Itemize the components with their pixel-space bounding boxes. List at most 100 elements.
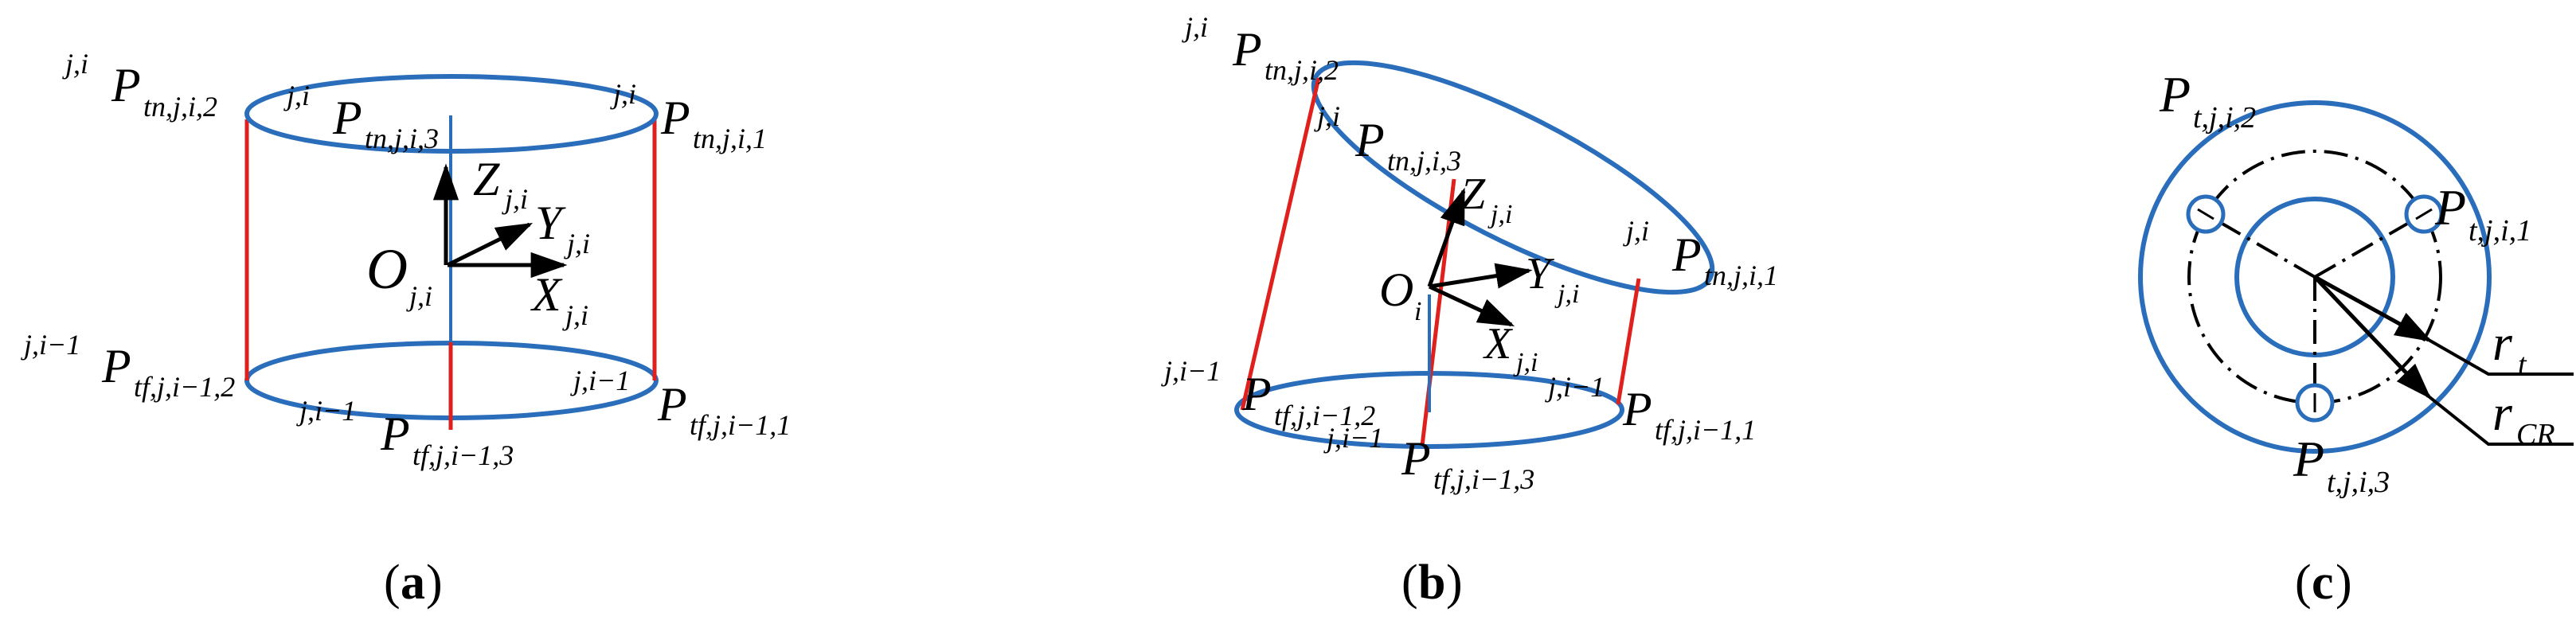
panel-a-caption-open: ( (384, 556, 401, 610)
panel-b-caption-close: ) (1446, 556, 1463, 610)
panel-a-y-arrow (446, 222, 534, 267)
panel-b-bot-right-base: P (1622, 383, 1652, 435)
panel-a-top-right-pre: j,i (610, 78, 636, 110)
panel-c-caption-close: ) (2336, 556, 2352, 610)
panel-a-caption-close: ) (426, 556, 443, 610)
panel-b-bot-right-pre: j,i−1 (1545, 371, 1605, 403)
panel-b-caption: ( b ) (1401, 556, 1463, 610)
panel-c-caption-letter: c (2312, 556, 2334, 610)
panel-c-p3-sub: t,j,i,3 (2327, 466, 2390, 499)
panel-b-z-arrow (1427, 187, 1466, 287)
panel-a-labels: j,i P tn,j,i,2 j,i P tn,j,i,3 j,i P tn,j… (21, 48, 791, 471)
panel-c-rcr-base: r (2492, 384, 2513, 441)
panel-b-origin-base: O (1379, 263, 1413, 316)
panel-a-bot-right-sub: tf,j,i−1,1 (690, 409, 791, 441)
panel-a-caption-letter: a (401, 556, 425, 610)
panel-b-labels: j,i P tn,j,i,2 j,i P tn,j,i,3 j,i P tn,j… (1161, 11, 1778, 495)
panel-a-z-sub: j,i (502, 183, 528, 215)
panel-c-hole-1-cross (2415, 208, 2433, 220)
panel-b-leg-left (1240, 77, 1321, 411)
panel-a-y-sub: j,i (564, 228, 590, 259)
panel-a-bot-mid-pre: j,i−1 (296, 395, 356, 427)
panel-c-p2-base: P (2159, 66, 2191, 123)
panel-b: j,i P tn,j,i,2 j,i P tn,j,i,3 j,i P tn,j… (1161, 11, 1778, 610)
panel-b-bot-left-pre: j,i−1 (1161, 355, 1221, 387)
panel-c-radial-2 (2205, 213, 2316, 279)
panel-a-z-base: Z (473, 153, 500, 205)
panel-a-top-right-base: P (660, 92, 690, 144)
panel-b-drawing (1234, 60, 1715, 449)
panel-c-p1-sub: t,j,i,1 (2469, 214, 2531, 248)
panel-b-leg-middle (1420, 178, 1456, 447)
panel-c-p1-base: P (2434, 179, 2466, 236)
panel-c-hole-2-cross (2197, 208, 2214, 220)
panel-a-top-left-base: P (111, 59, 141, 111)
panel-a-drawing (244, 74, 659, 430)
panel-b-top-mid-sub: tn,j,i,3 (1387, 145, 1461, 177)
panel-b-top-right-base: P (1671, 228, 1702, 281)
panel-b-top-left-base: P (1232, 23, 1262, 76)
panel-b-top-left-pre: j,i (1182, 11, 1208, 43)
panel-a-top-left-sub: tn,j,i,2 (143, 91, 217, 123)
panel-c-caption-open: ( (2295, 556, 2312, 610)
panel-a-bot-right-pre: j,i−1 (570, 365, 630, 396)
panel-a-top-mid-sub: tn,j,i,3 (365, 123, 439, 154)
panel-b-bot-left-base: P (1241, 368, 1272, 420)
panel-c-rcr-leader (2427, 395, 2574, 446)
panel-b-y-arrow (1429, 263, 1533, 289)
panel-a-bot-left-pre: j,i−1 (21, 329, 80, 361)
panel-b-top-left-sub: tn,j,i,2 (1265, 54, 1339, 86)
panel-c-p3-base: P (2293, 431, 2324, 487)
panel-c-rt-sub: t (2518, 348, 2527, 381)
panel-b-top-mid-pre: j,i (1314, 100, 1340, 132)
panel-c-caption: ( c ) (2295, 556, 2352, 610)
panel-c-labels: P t,j,i,2 P t,j,i,1 r t r CR P t,j,i,3 (2159, 66, 2555, 499)
panel-c-rt-arrow (2313, 275, 2433, 342)
panel-b-bot-left-sub: tf,j,i−1,2 (1274, 400, 1375, 431)
panel-c-rt-leader (2428, 338, 2574, 376)
panel-b-x-arrow (1428, 284, 1515, 327)
panel-a-top-mid-pre: j,i (283, 80, 310, 111)
panel-a-bot-right-base: P (657, 378, 687, 431)
panel-a-caption: ( a ) (384, 556, 443, 610)
panel-b-caption-letter: b (1418, 556, 1445, 610)
panel-a-y-base: Y (535, 197, 566, 249)
panel-b-bot-mid-sub: tf,j,i−1,3 (1433, 463, 1534, 495)
panel-b-bot-mid-base: P (1401, 432, 1431, 485)
panel-a-x-base: X (530, 268, 563, 321)
panel-a-top-right-sub: tn,j,i,1 (693, 123, 767, 154)
panel-b-x-sub: j,i (1513, 348, 1538, 377)
panel-c-rcr-sub: CR (2516, 418, 2555, 451)
panel-c-drawing (2138, 100, 2574, 454)
panel-a-bot-left-base: P (101, 340, 131, 392)
panel-a-origin-base: O (366, 237, 408, 301)
panel-b-top-ellipse (1311, 60, 1715, 295)
panel-b-y-sub: j,i (1554, 279, 1579, 309)
panel-a-x-sub: j,i (562, 299, 588, 331)
panel-b-bot-right-sub: tf,j,i−1,1 (1655, 414, 1756, 446)
panel-a-bot-mid-sub: tf,j,i−1,3 (412, 439, 514, 471)
panel-b-z-sub: j,i (1487, 200, 1512, 229)
panel-c-outer-circle (2138, 100, 2492, 454)
panel-c-pitch-circle (2187, 150, 2442, 404)
panel-b-top-right-pre: j,i (1623, 215, 1649, 247)
panel-a-top-mid-base: P (332, 92, 362, 144)
panel-b-x-base: X (1483, 319, 1514, 369)
panel-a-top-ellipse (244, 74, 659, 154)
panel-c: P t,j,i,2 P t,j,i,1 r t r CR P t,j,i,3 (… (2138, 66, 2574, 610)
panel-a: j,i P tn,j,i,2 j,i P tn,j,i,3 j,i P tn,j… (21, 48, 791, 610)
panel-b-y-base: Y (1526, 249, 1555, 298)
panel-b-origin-sub: i (1414, 297, 1421, 326)
panel-a-bot-mid-base: P (380, 408, 410, 460)
panel-b-bot-mid-pre: j,i−1 (1323, 422, 1383, 454)
panel-c-rcr-arrow (2313, 275, 2432, 400)
panel-c-radial-1 (2314, 213, 2425, 279)
panel-a-top-left-pre: j,i (62, 48, 88, 80)
panel-b-top-right-sub: tn,j,i,1 (1704, 259, 1778, 291)
panel-c-rt-base: r (2492, 314, 2513, 371)
panel-b-leg-right (1616, 278, 1641, 405)
panel-a-origin-sub: j,i (406, 280, 432, 312)
panel-b-caption-open: ( (1401, 556, 1418, 610)
